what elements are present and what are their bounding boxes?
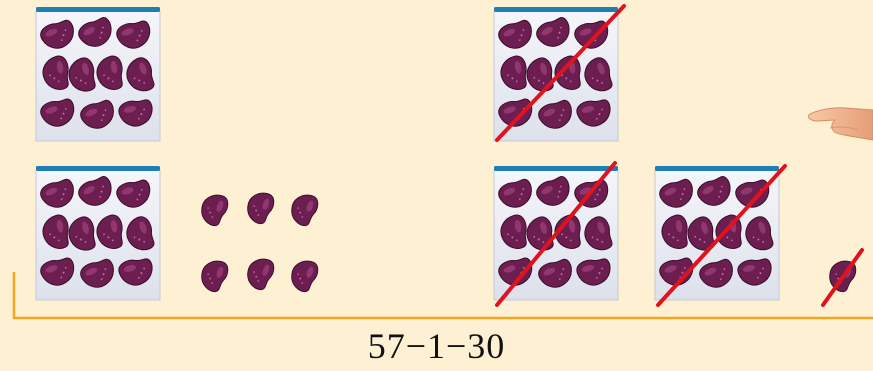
loose-bean-icon <box>242 187 278 227</box>
loose-bean-icon <box>242 253 278 293</box>
bag-of-ten-beans <box>35 166 161 301</box>
equation-text: 57−1−30 <box>367 326 506 366</box>
cross-out-mark <box>495 161 617 307</box>
pointing-hand-icon <box>807 107 873 141</box>
bag-of-ten-beans <box>654 166 780 301</box>
cross-out-mark <box>821 248 864 307</box>
cross-out-mark <box>656 164 787 307</box>
loose-bean-icon <box>196 255 232 295</box>
cross-out-mark <box>495 4 626 142</box>
bag-of-ten-beans <box>35 7 161 142</box>
loose-bean-icon <box>286 255 322 295</box>
bracket-line <box>12 272 873 320</box>
bag-of-ten-beans <box>493 166 619 301</box>
loose-bean-icon <box>286 189 322 229</box>
loose-bean-icon <box>196 189 232 229</box>
